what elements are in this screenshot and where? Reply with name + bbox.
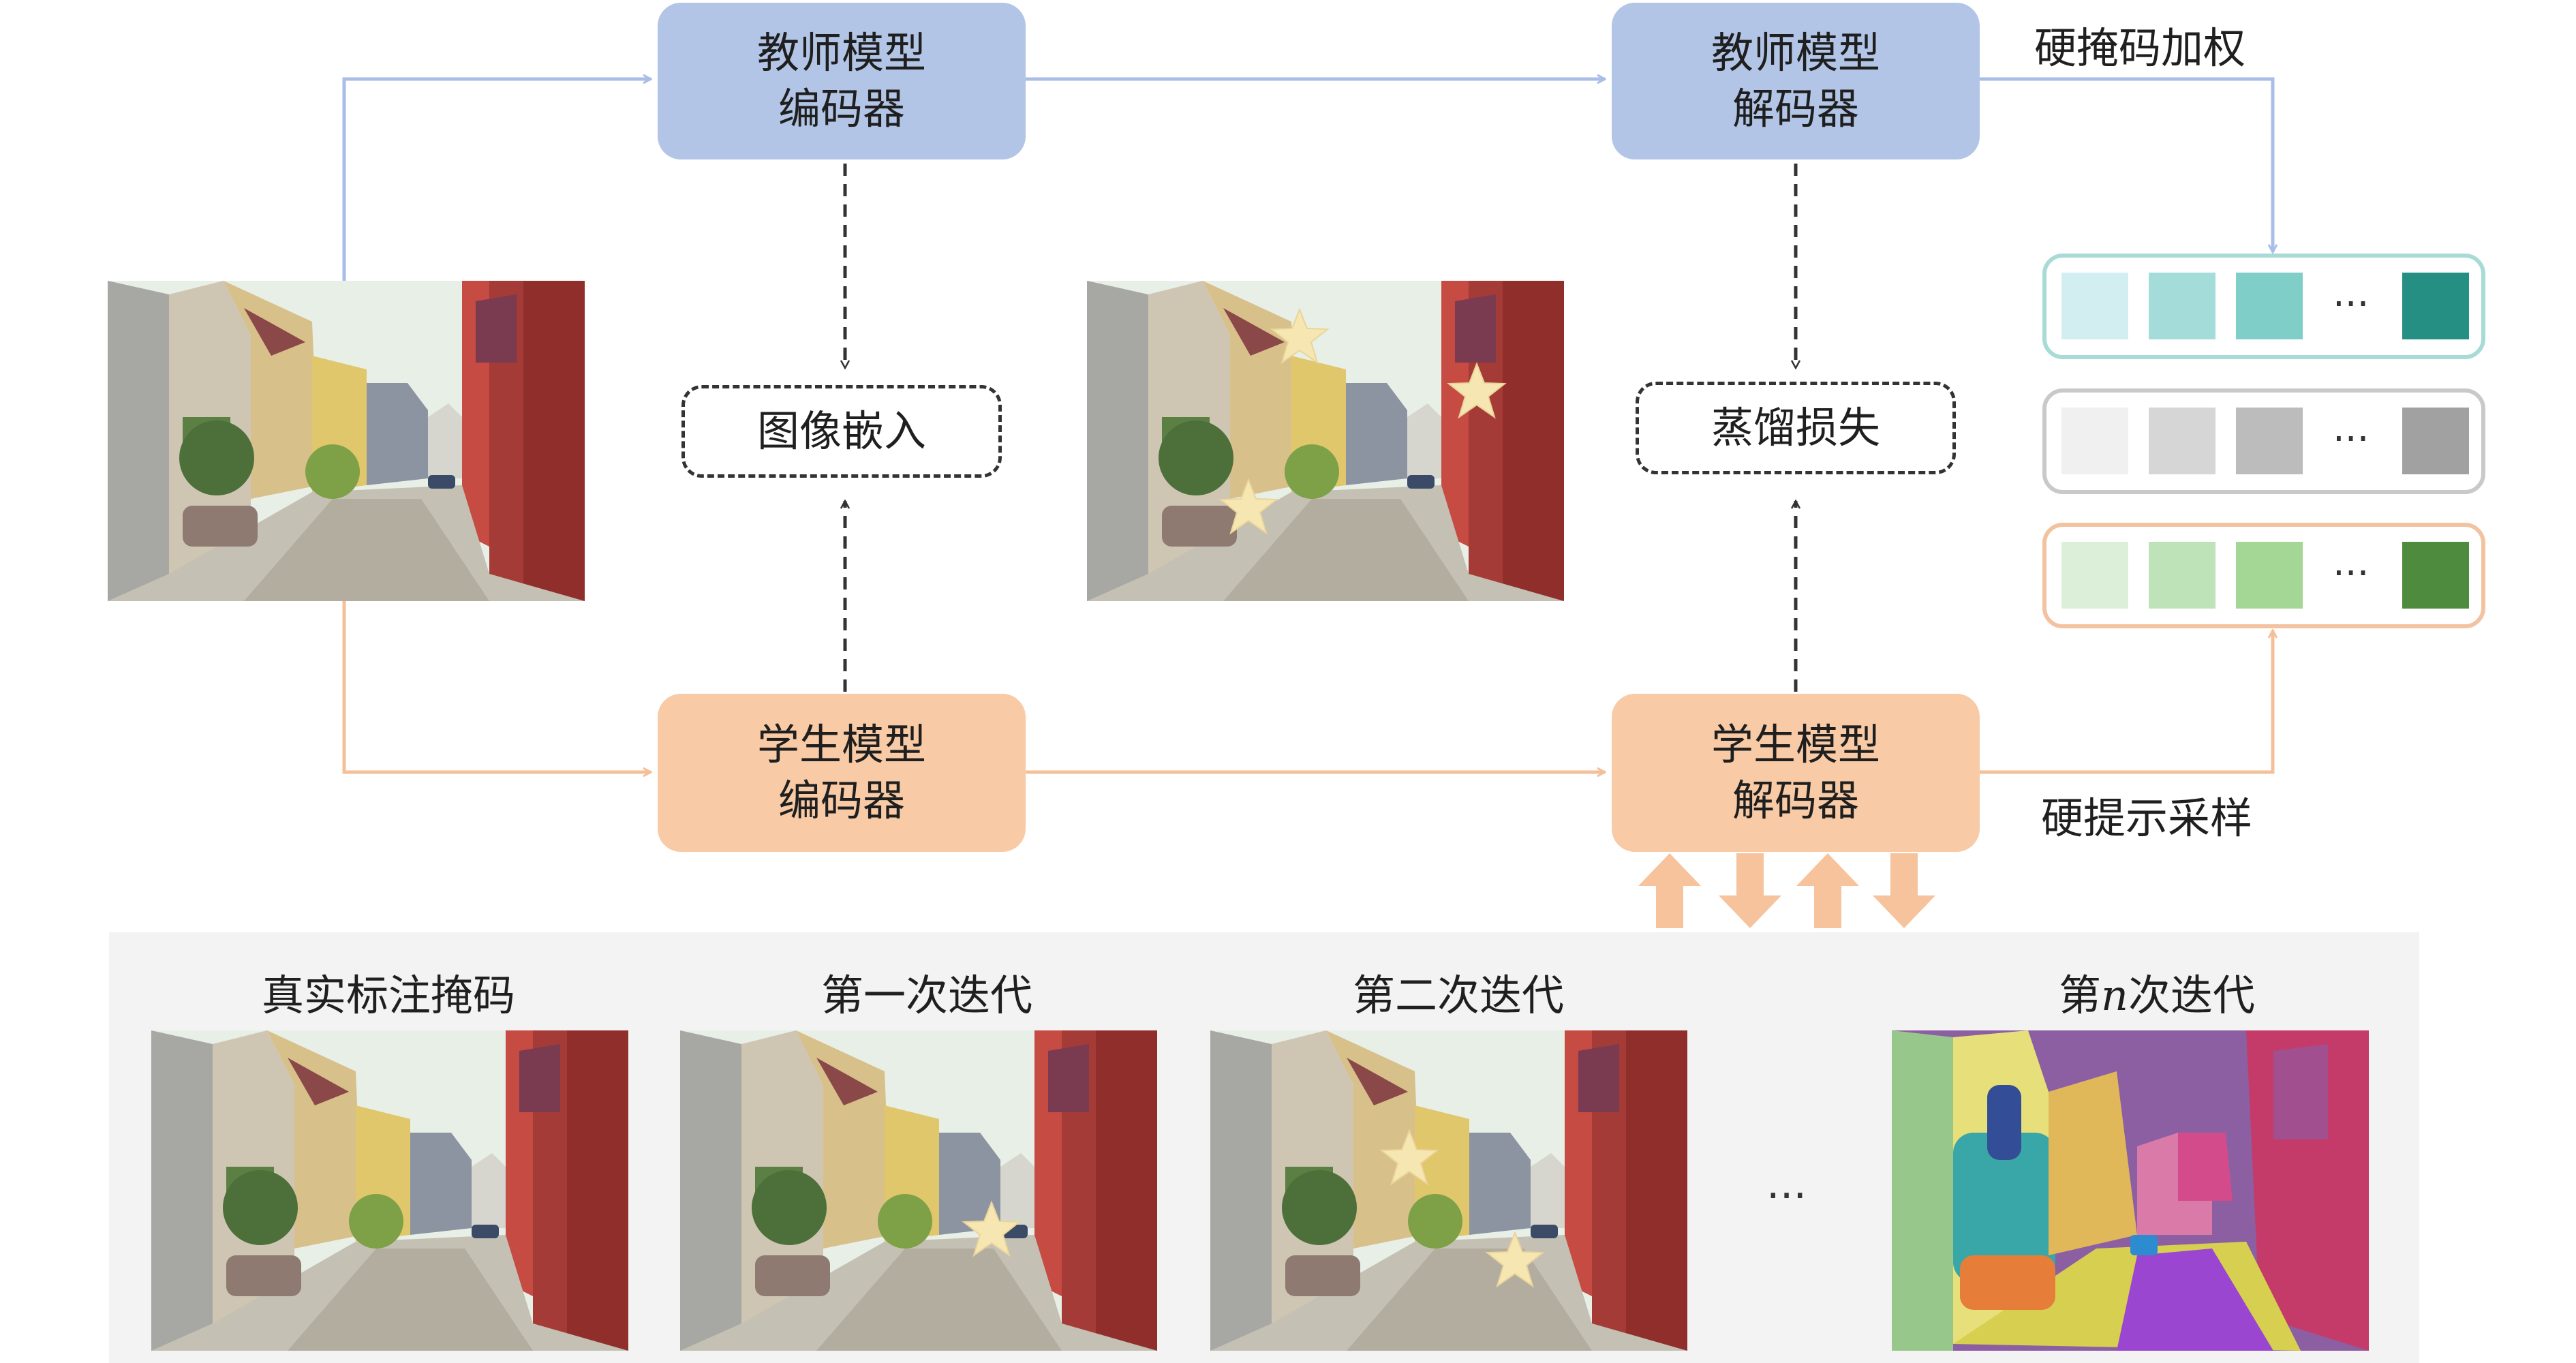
strip-ellipsis: ··· (2333, 551, 2370, 596)
iteration-exchange-arrows (1638, 853, 1935, 928)
student-decoder-title: 学生模型 (1711, 720, 1880, 769)
iteration-n-prefix: 第 (2059, 970, 2102, 1020)
student-decoder-subtitle: 解码器 (1732, 776, 1859, 825)
student-encoder-subtitle: 编码器 (778, 776, 905, 825)
block-arrow-down (1873, 853, 1935, 928)
teacher-decoder-subtitle: 解码器 (1732, 84, 1859, 134)
block-arrow-down (1719, 853, 1781, 928)
hard-mask-weighting-label: 硬掩码加权 (2034, 23, 2246, 73)
mask-chip (2402, 542, 2469, 609)
mask-chip (2402, 408, 2469, 474)
iteration-ellipsis: ··· (1766, 1171, 1807, 1221)
iteration-n-suffix: 次迭代 (2128, 970, 2255, 1020)
arrow-image-to-teacher-encoder (342, 79, 651, 281)
arrow-teacher-decoder-to-weighting (1980, 77, 2273, 252)
iteration-2-image (1210, 1030, 1687, 1351)
distillation-loss-box: 蒸馏损失 (1636, 382, 1956, 474)
iteration-1-caption: 第一次迭代 (821, 970, 1033, 1020)
iteration-n-segmentation-image (1892, 1030, 2369, 1351)
mask-chip (2236, 408, 2303, 474)
distillation-loss-label: 蒸馏损失 (1711, 403, 1880, 453)
arrow-image-to-student-encoder (342, 600, 651, 772)
student-encoder-box: 学生模型 编码器 (658, 694, 1026, 852)
mask-chip (2149, 273, 2215, 339)
teacher-decoder-title: 教师模型 (1711, 28, 1880, 78)
gray-mask-strip: ··· (2042, 388, 2485, 494)
mask-chip (2061, 542, 2128, 609)
image-embedding-label: 图像嵌入 (756, 406, 926, 456)
block-arrow-up (1796, 853, 1859, 928)
arrow-student-decoder-to-sampling (1980, 630, 2273, 774)
teacher-decoder-box: 教师模型 解码器 (1612, 3, 1980, 159)
teacher-encoder-subtitle: 编码器 (778, 84, 905, 134)
mask-chip (2061, 408, 2128, 474)
green-mask-strip: ··· (2042, 523, 2485, 628)
mask-chip (2236, 273, 2303, 339)
mask-chip (2149, 408, 2215, 474)
mask-chip (2149, 542, 2215, 609)
mask-chip (2236, 542, 2303, 609)
student-decoder-box: 学生模型 解码器 (1612, 694, 1980, 852)
mask-chip (2061, 273, 2128, 339)
student-encoder-title: 学生模型 (756, 720, 926, 769)
ground-truth-image (151, 1030, 628, 1351)
iteration-1-image (680, 1030, 1157, 1351)
input-image (108, 281, 585, 601)
image-embedding-box: 图像嵌入 (681, 385, 1002, 478)
mask-chip (2402, 273, 2469, 339)
prompted-image (1087, 281, 1564, 601)
iteration-n-variable: n (2101, 970, 2128, 1020)
iteration-n-caption: 第n次迭代 (2059, 961, 2255, 1022)
teacher-encoder-box: 教师模型 编码器 (658, 3, 1026, 159)
iteration-2-caption: 第二次迭代 (1352, 970, 1565, 1020)
strip-ellipsis: ··· (2333, 282, 2370, 326)
ground-truth-caption: 真实标注掩码 (261, 970, 516, 1020)
block-arrow-up (1638, 853, 1701, 928)
strip-ellipsis: ··· (2333, 417, 2370, 461)
hard-prompt-sampling-label: 硬提示采样 (2041, 793, 2253, 843)
teacher-encoder-title: 教师模型 (756, 28, 926, 78)
teal-mask-strip: ··· (2042, 254, 2485, 359)
